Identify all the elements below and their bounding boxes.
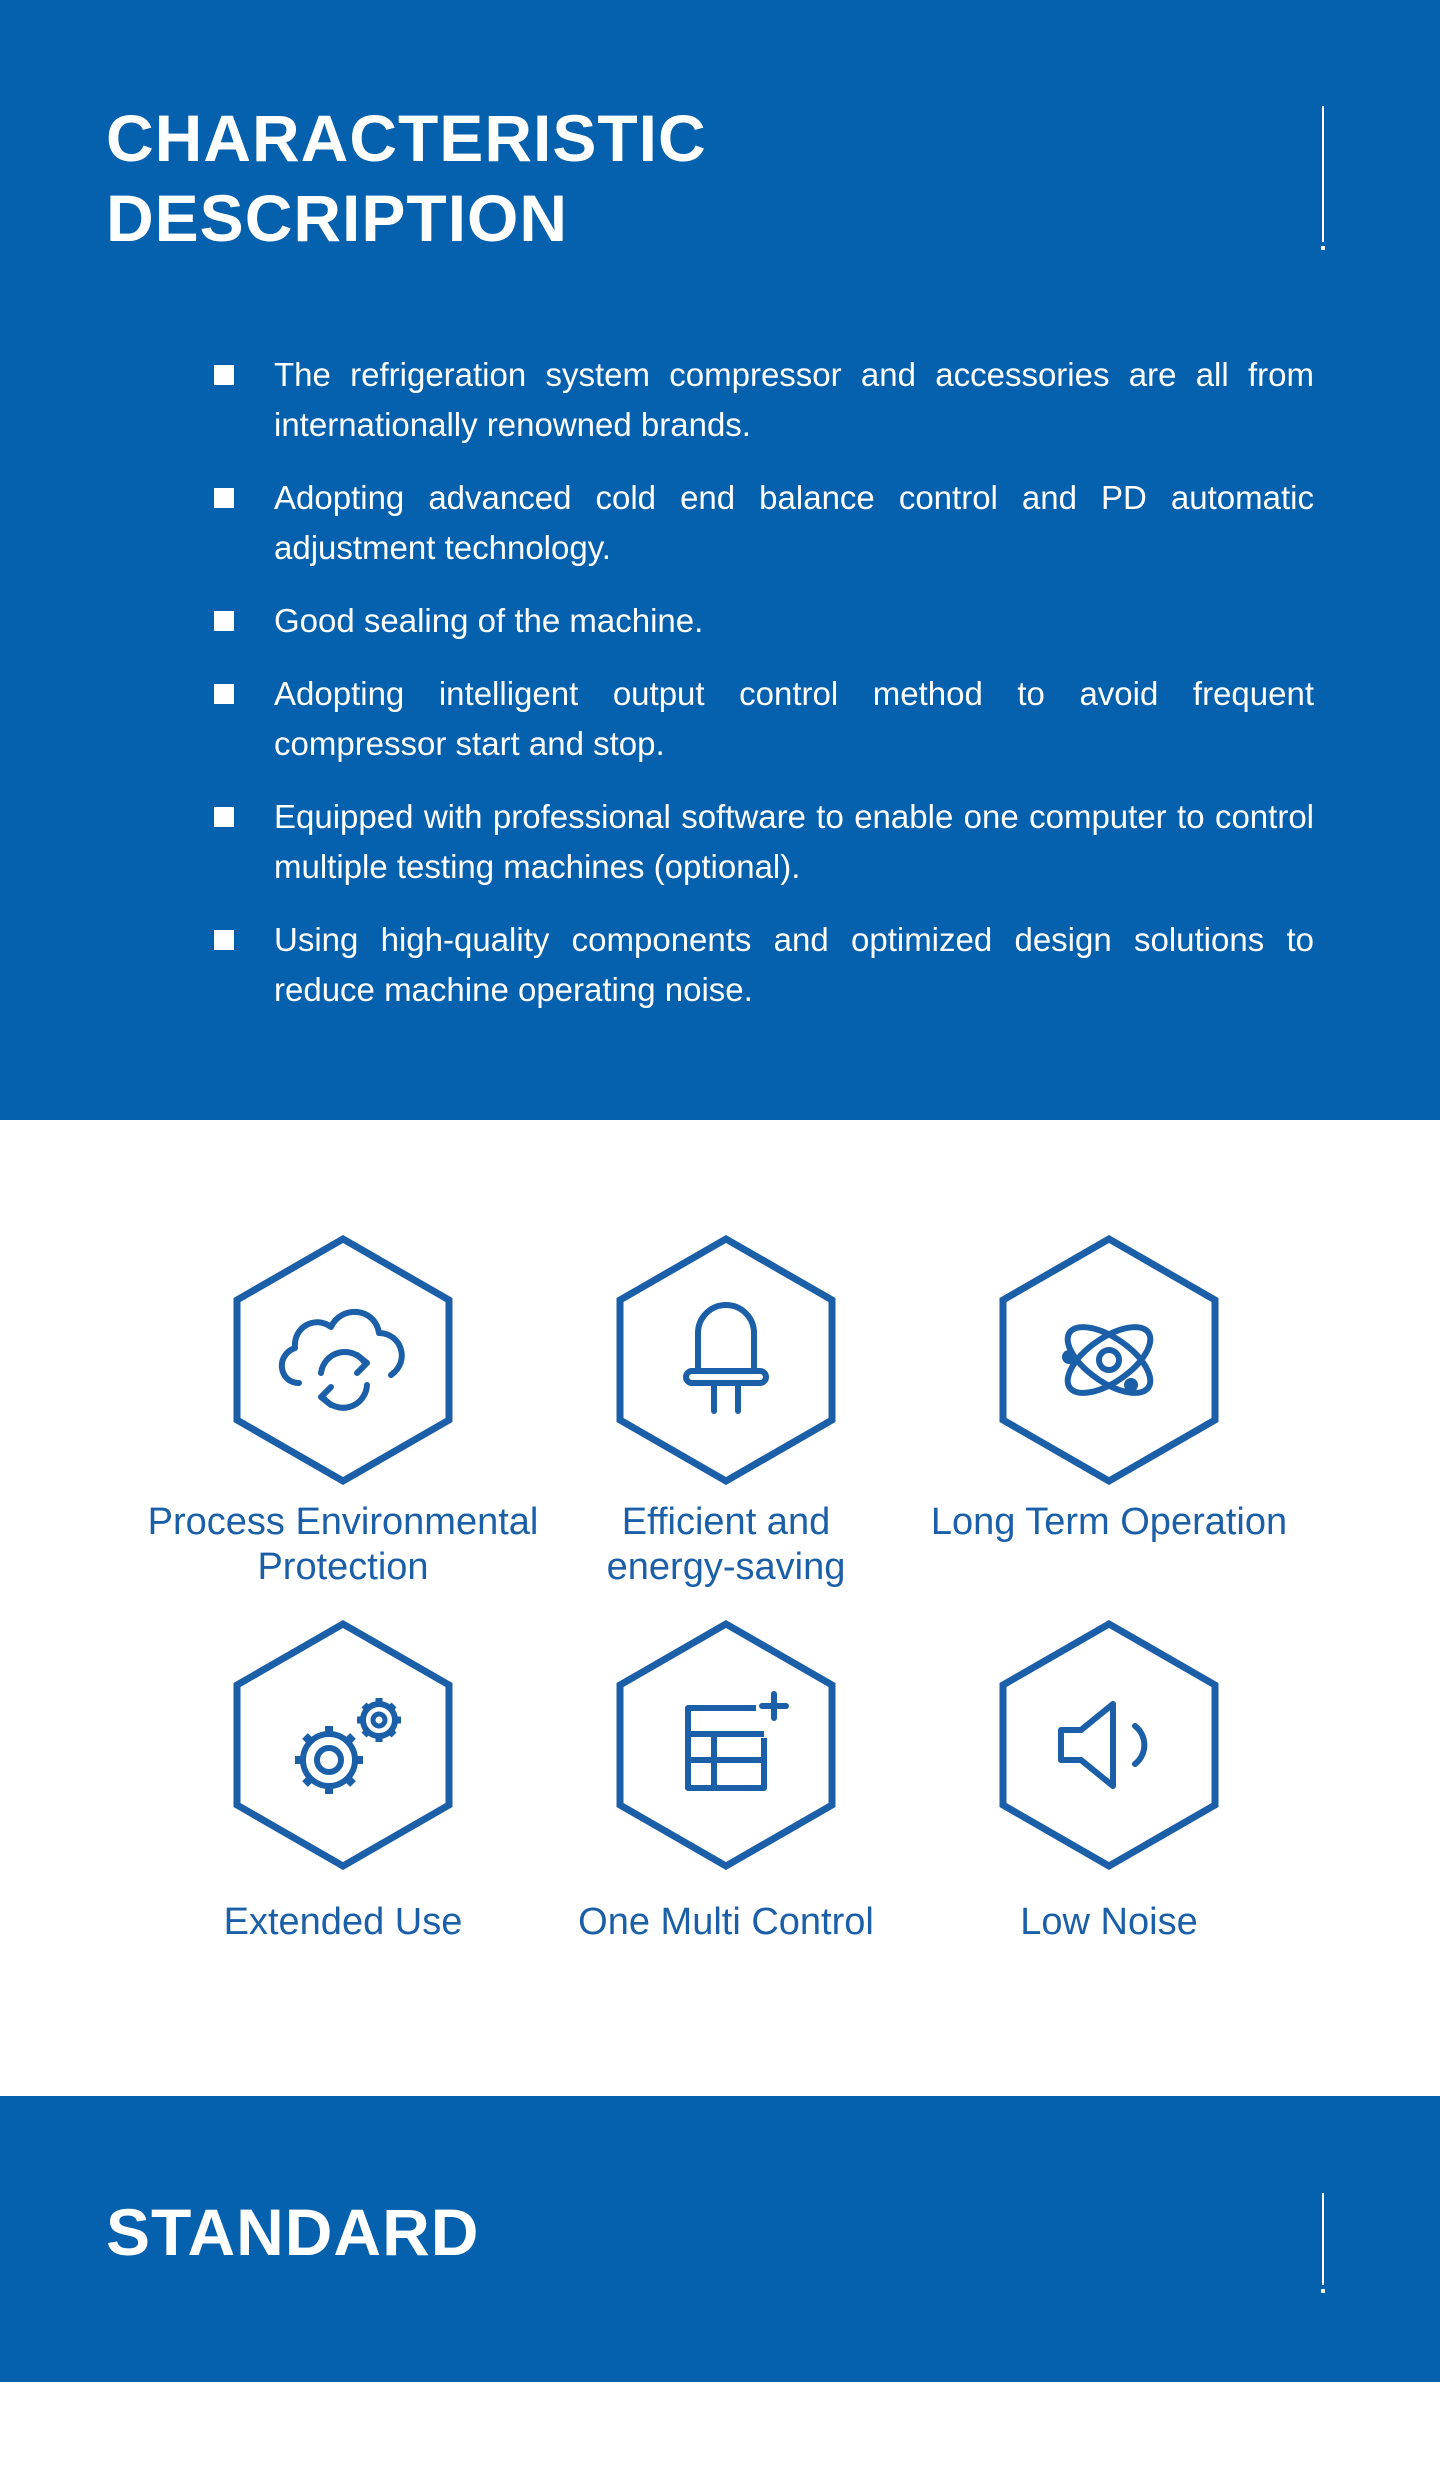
characteristic-list: The refrigeration system compressor and …: [214, 350, 1314, 1038]
feature-label: One Multi Control: [578, 1901, 874, 1943]
characteristic-section: CHARACTERISTIC DESCRIPTION The refrigera…: [0, 0, 1440, 1120]
list-item: Adopting intelligent output control meth…: [214, 669, 1314, 769]
characteristic-title: CHARACTERISTIC DESCRIPTION: [106, 101, 707, 255]
cloud-refresh-icon: [233, 1235, 453, 1485]
feature-label: Process Environmental Protection: [147, 1501, 539, 1588]
list-item: Equipped with professional software to e…: [214, 792, 1314, 892]
square-bullet-icon: [214, 611, 234, 631]
feature-label: Extended Use: [223, 1901, 463, 1943]
square-bullet-icon: [214, 807, 234, 827]
square-bullet-icon: [214, 684, 234, 704]
list-item-text: Good sealing of the machine.: [274, 602, 704, 639]
standard-section: STANDARD: [0, 2096, 1440, 2382]
speaker-icon: [999, 1620, 1219, 1870]
gears-icon: [233, 1620, 453, 1870]
list-item-text: The refrigeration system compressor and …: [274, 356, 1314, 443]
list-item: Good sealing of the machine.: [214, 596, 1314, 646]
grid-plus-icon: [616, 1620, 836, 1870]
list-item-text: Adopting advanced cold end balance contr…: [274, 479, 1314, 566]
square-bullet-icon: [214, 930, 234, 950]
list-item: Adopting advanced cold end balance contr…: [214, 473, 1314, 573]
led-bulb-icon: [616, 1235, 836, 1485]
list-item-text: Equipped with professional software to e…: [274, 798, 1314, 885]
list-item: The refrigeration system compressor and …: [214, 350, 1314, 450]
standard-title: STANDARD: [106, 2195, 480, 2269]
square-bullet-icon: [214, 365, 234, 385]
feature-label: Efficient and energy-saving: [606, 1501, 846, 1588]
list-item-text: Adopting intelligent output control meth…: [274, 675, 1314, 762]
atom-icon: [999, 1235, 1219, 1485]
list-item-text: Using high-quality components and optimi…: [274, 921, 1314, 1008]
feature-label: Low Noise: [1020, 1901, 1198, 1943]
feature-label: Long Term Operation: [930, 1501, 1288, 1543]
list-item: Using high-quality components and optimi…: [214, 915, 1314, 1015]
decorative-divider: [1321, 2193, 1325, 2293]
square-bullet-icon: [214, 488, 234, 508]
decorative-divider: [1321, 106, 1325, 250]
